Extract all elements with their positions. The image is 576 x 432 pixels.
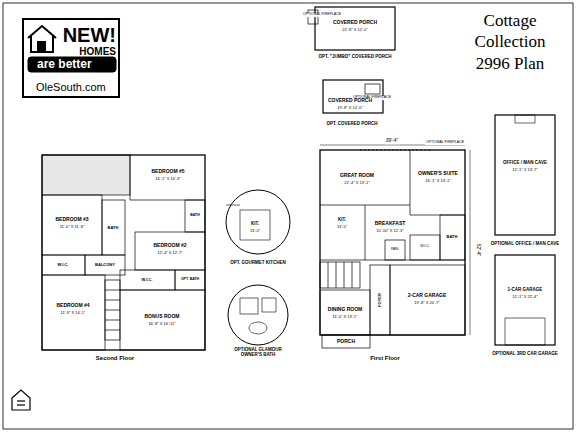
room-label: OPTIONAL 3RD CAR GARAGE xyxy=(491,352,558,357)
room-label: PORCH xyxy=(336,339,356,345)
room-label: BATH xyxy=(189,214,200,218)
logo-text: HOMES xyxy=(79,47,116,57)
dimension-label: 22'-8" X 12'-0" xyxy=(341,28,368,32)
dimension-label: 13'-0" xyxy=(336,225,348,229)
plan-title: Cottage Collection 2996 Plan xyxy=(458,10,562,74)
room-label: W.I.C. xyxy=(141,278,154,282)
room-label: OPT. COVERED PORCH xyxy=(325,122,378,127)
room-label: COVERED PORCH xyxy=(332,20,378,26)
dimension-label: 12'-1" X 22'-4" xyxy=(511,295,538,299)
dimension-label: 52'-4" xyxy=(475,243,481,258)
dimension-label: PAN. xyxy=(390,248,400,252)
dimension-label: 19'-8" X 20'-7" xyxy=(413,301,440,305)
dimension-label: 19'-8" X 12'-0" xyxy=(336,106,363,110)
dimension-label: 22'-4" X 13'-1" xyxy=(343,181,370,185)
dimension-label: 11'-0" X 13'-1" xyxy=(332,315,359,319)
room-label: BALCONY xyxy=(94,263,116,267)
logo-text: NEW! xyxy=(63,25,116,45)
dimension-label: 11'-0" X 11'-8" xyxy=(59,225,86,229)
room-label: BREAKFAST xyxy=(374,221,407,227)
room-label: DINING ROOM xyxy=(327,307,363,313)
room-label: OPT. "JUMBO" COVERED PORCH xyxy=(318,55,393,60)
room-label: First Floor xyxy=(369,355,401,362)
dimension-label: OPTIONAL FIREPLACE xyxy=(425,141,465,145)
room-label: OPTIONAL GLAMOUR OWNER'S BATH xyxy=(222,348,294,358)
room-label: OWNER'S SUITE xyxy=(417,171,459,177)
room-label: KIT. xyxy=(250,222,260,227)
room-label: GREAT ROOM xyxy=(339,173,375,179)
room-label: BONUS ROOM xyxy=(144,314,181,320)
dimension-label: 13'-0" xyxy=(249,229,261,233)
room-label: 1-CAR GARAGE xyxy=(507,288,544,293)
room-label: COVERED PORCH xyxy=(327,98,373,104)
dimension-label: 16'-1" X 13'-1" xyxy=(424,179,451,183)
dimension-label: 16'-1" X 10'-3" xyxy=(154,177,181,181)
logo-text: are better xyxy=(37,58,92,70)
dimension-label: 16'-8" X 16'-11" xyxy=(147,322,176,326)
dimension-label: W.I.C. xyxy=(419,245,431,249)
dimension-label: OPTIONAL FIREPLACE xyxy=(302,13,342,17)
room-label: KIT. xyxy=(337,218,347,223)
room-label: W.I.C. xyxy=(57,263,70,267)
dimension-label: 11'-9" X 14'-1" xyxy=(60,311,87,315)
room-label: BEDROOM #2 xyxy=(152,243,187,249)
room-label: OPT. GOURMET KITCHEN xyxy=(229,261,287,266)
room-label: Second Floor xyxy=(95,355,135,362)
room-label: FOYER xyxy=(378,292,382,308)
room-label: BEDROOM #3 xyxy=(54,217,89,223)
room-label: BEDROOM #5 xyxy=(150,169,185,175)
room-label: OFFICE / MAN CAVE xyxy=(502,161,548,166)
room-label: BATH xyxy=(107,226,120,230)
dimension-label: 12'-1" X 13'-7" xyxy=(511,168,538,172)
room-label: BATH xyxy=(446,235,459,239)
room-label: 2-CAR GARAGE xyxy=(407,293,448,299)
dimension-label: 12'-4" X 12'-7" xyxy=(156,251,183,255)
room-label: OPTIONAL OFFICE / MAN CAVE xyxy=(490,242,560,247)
logo-box: NEW! HOMESare betterOleSouth.com xyxy=(22,18,120,98)
room-label: BEDROOM #4 xyxy=(55,303,90,309)
dimension-label: 10'-10" X 12'-3" xyxy=(375,229,405,233)
logo-text: OleSouth.com xyxy=(36,82,106,93)
room-label: OPT. BATH xyxy=(180,278,200,282)
dimension-label: 39'-4" xyxy=(385,138,400,144)
